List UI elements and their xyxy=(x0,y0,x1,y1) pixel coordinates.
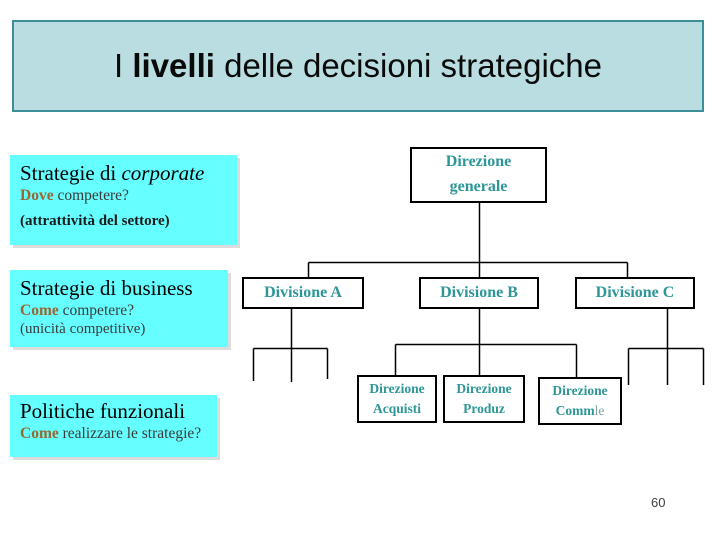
question-keyword: Come xyxy=(20,425,59,443)
dept-line1: Direzione xyxy=(456,380,512,396)
dept-line1: Direzione xyxy=(552,382,608,398)
question-keyword: Dove xyxy=(20,187,54,205)
org-box-direzione-generale: Direzione generale xyxy=(410,147,547,203)
level-title-functional: Politiche funzionali xyxy=(20,399,186,423)
org-box-direzione-commle: Direzione Commle xyxy=(538,377,622,425)
title-part-1: I xyxy=(114,47,133,84)
question-rest: realizzare le strategie? xyxy=(58,425,202,443)
org-box-direzione-produz: Direzione Produz xyxy=(443,375,525,423)
org-box-divisione-a: Divisione A xyxy=(242,277,364,309)
dept-line2: Acquisti xyxy=(372,401,421,416)
division-label: Divisione C xyxy=(595,284,675,301)
level-title-business: Strategie di business xyxy=(20,276,193,300)
dept-line2: Commle xyxy=(556,401,605,421)
level-note-corporate: (attrattività del settore) xyxy=(20,213,170,230)
page-title: I livelli delle decisioni strategiche xyxy=(114,47,602,85)
level-title-italic: corporate xyxy=(121,161,205,185)
org-box-direzione-acquisti: Direzione Acquisti xyxy=(357,375,437,423)
level-box-corporate: Strategie di corporate Dove competere? (… xyxy=(10,155,237,245)
title-part-bold: livelli xyxy=(132,47,215,84)
dept-line2: Produz xyxy=(463,401,505,416)
title-part-3: delle decisioni strategiche xyxy=(214,47,602,84)
level-box-business: Strategie di business Come competere? (u… xyxy=(10,270,228,347)
dept-line2-light: le xyxy=(594,403,605,418)
level-note-business: (unicità competitive) xyxy=(20,321,146,338)
org-box-divisione-b: Divisione B xyxy=(419,277,539,309)
title-banner: I livelli delle decisioni strategiche xyxy=(12,20,704,112)
level-question-business: Come competere? xyxy=(20,302,218,320)
dept-line2-bold: Comm xyxy=(555,403,595,418)
level-question-functional: Come realizzare le strategie? xyxy=(20,425,207,443)
dept-line1: Direzione xyxy=(369,380,425,396)
level-title-prefix: Strategie di xyxy=(20,161,122,185)
level-title-corporate: Strategie di corporate xyxy=(20,160,227,187)
level-box-functional: Politiche funzionali Come realizzare le … xyxy=(10,395,217,457)
division-label: Divisione A xyxy=(264,284,342,301)
org-box-divisione-c: Divisione C xyxy=(575,277,695,309)
org-root-line2: generale xyxy=(449,178,508,195)
org-root-line1: Direzione xyxy=(445,153,512,171)
division-label: Divisione B xyxy=(440,284,518,301)
page-number: 60 xyxy=(651,495,666,510)
question-rest: competere? xyxy=(53,187,129,205)
question-keyword: Come xyxy=(20,302,59,320)
level-question-corporate: Dove competere? xyxy=(20,187,227,205)
question-rest: competere? xyxy=(58,302,135,320)
